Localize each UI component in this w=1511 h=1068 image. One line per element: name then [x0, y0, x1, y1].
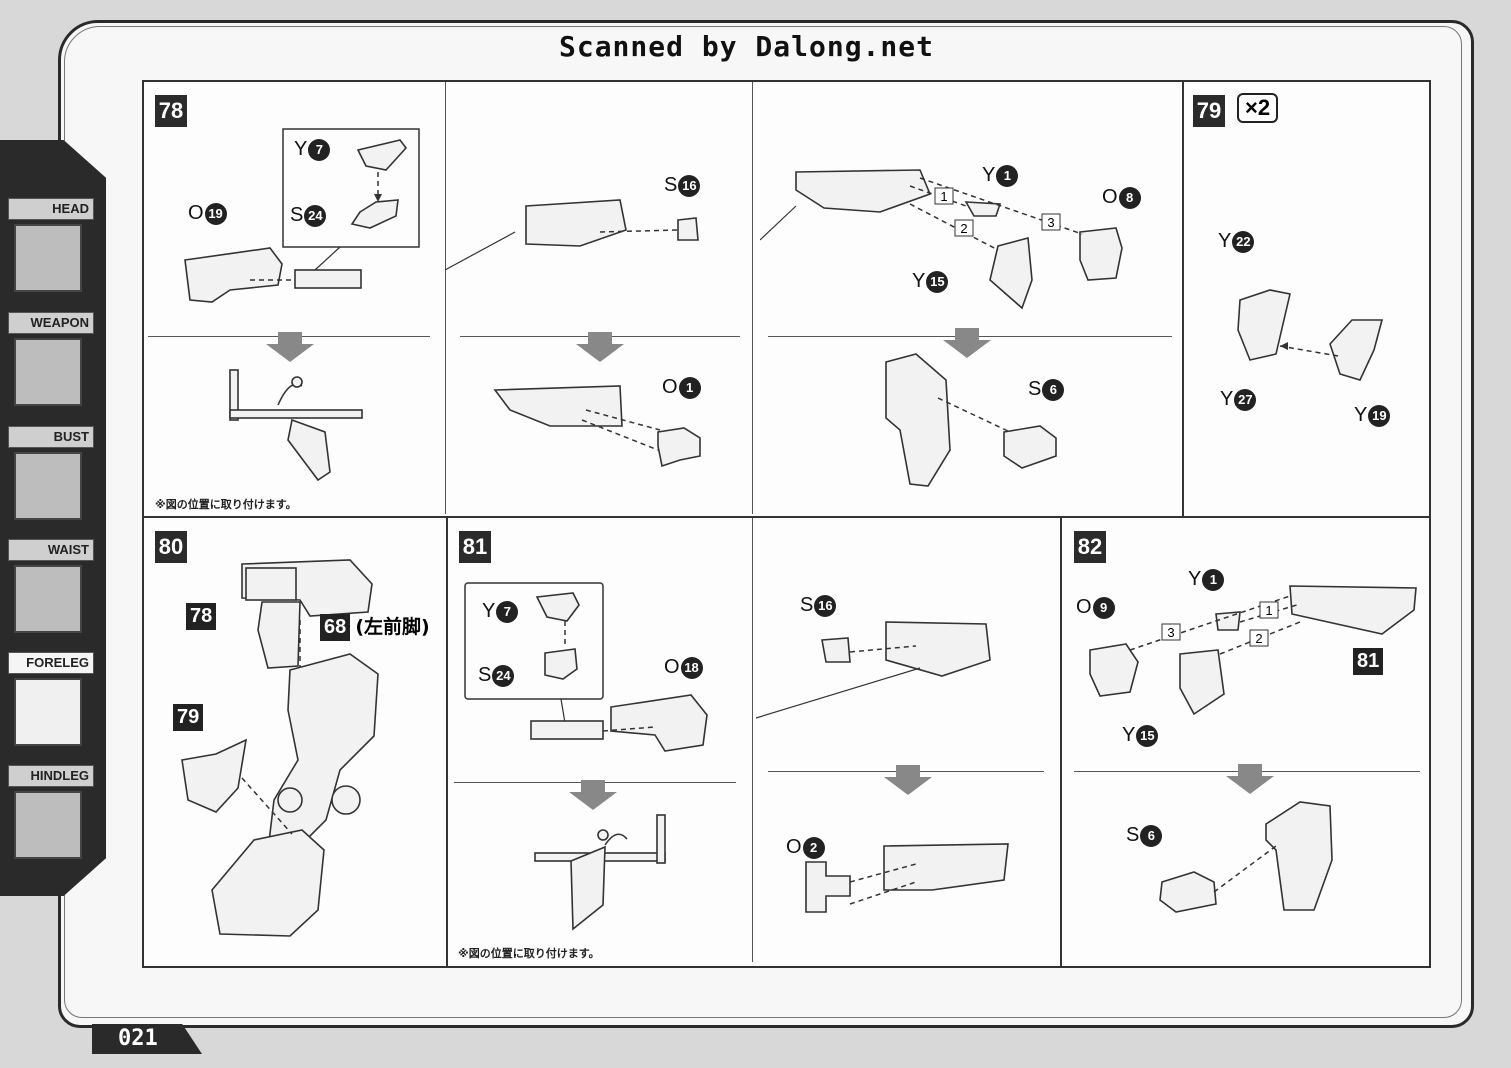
- hindleg-thumbnail-icon: [14, 791, 82, 859]
- head-thumbnail-icon: [14, 224, 82, 292]
- seq-label: 3: [1167, 625, 1174, 640]
- step-number: 79: [1193, 95, 1225, 127]
- sidebar-item-label: BUST: [8, 426, 94, 448]
- sidebar-item-label: WEAPON: [8, 312, 94, 334]
- divider: [752, 82, 753, 514]
- sidebar-item-bust[interactable]: BUST: [8, 426, 94, 520]
- seq-label: 2: [960, 221, 967, 236]
- step-82-illustration: 1 2 3: [1089, 585, 1417, 913]
- sidebar-item-label: HEAD: [8, 198, 94, 220]
- step-81-right-illustration: [756, 621, 1009, 913]
- sidebar-item-hindleg[interactable]: HINDLEG: [8, 765, 94, 859]
- scanned-by-header: Scanned by Dalong.net: [558, 30, 934, 63]
- sidebar-item-waist[interactable]: WAIST: [8, 539, 94, 633]
- step-number: 82: [1074, 531, 1106, 563]
- seq-label: 1: [940, 189, 947, 204]
- ref-tag-label: (左前脚): [355, 616, 430, 638]
- attach-note: ※図の位置に取り付けます。: [458, 947, 600, 960]
- step-number: 78: [155, 95, 187, 127]
- step-number: 81: [459, 531, 491, 563]
- divider: [445, 82, 446, 514]
- sidebar-item-label: HINDLEG: [8, 765, 94, 787]
- seq-label: 1: [1265, 603, 1272, 618]
- step-79-panel: [1182, 80, 1431, 520]
- seq-label: 2: [1255, 631, 1262, 646]
- step-81-illustration: [464, 582, 708, 931]
- attach-note: ※図の位置に取り付けます。: [155, 498, 297, 511]
- bust-thumbnail-icon: [14, 452, 82, 520]
- sidebar-item-label: FORELEG: [8, 652, 94, 674]
- seq-label: 3: [1047, 215, 1054, 230]
- waist-thumbnail-icon: [14, 565, 82, 633]
- step-78-right-illustration: 1 2 3: [760, 169, 1123, 487]
- step-81-panel: [446, 516, 1064, 968]
- ref-tag: 78: [186, 603, 217, 630]
- quantity-multiplier: ×2: [1237, 93, 1279, 123]
- page-number: 021: [92, 1024, 202, 1054]
- sidebar-item-head[interactable]: HEAD: [8, 198, 94, 292]
- step-79-illustration: [1237, 289, 1384, 381]
- sidebar-item-weapon[interactable]: WEAPON: [8, 312, 94, 406]
- weapon-thumbnail-icon: [14, 338, 82, 406]
- divider: [752, 518, 753, 962]
- foreleg-thumbnail-icon: [14, 678, 82, 746]
- step-80-illustration: [181, 559, 379, 937]
- step-78-illustration: [184, 128, 701, 482]
- sidebar-item-label: WAIST: [8, 539, 94, 561]
- ref-tag: 79: [173, 704, 204, 731]
- sidebar-item-foreleg[interactable]: FORELEG: [8, 652, 94, 746]
- step-number: 80: [155, 531, 187, 563]
- ref-tag: 68: [320, 614, 351, 641]
- ref-tag: 81: [1353, 648, 1384, 675]
- ref-tag-68: 68 (左前脚): [320, 612, 430, 641]
